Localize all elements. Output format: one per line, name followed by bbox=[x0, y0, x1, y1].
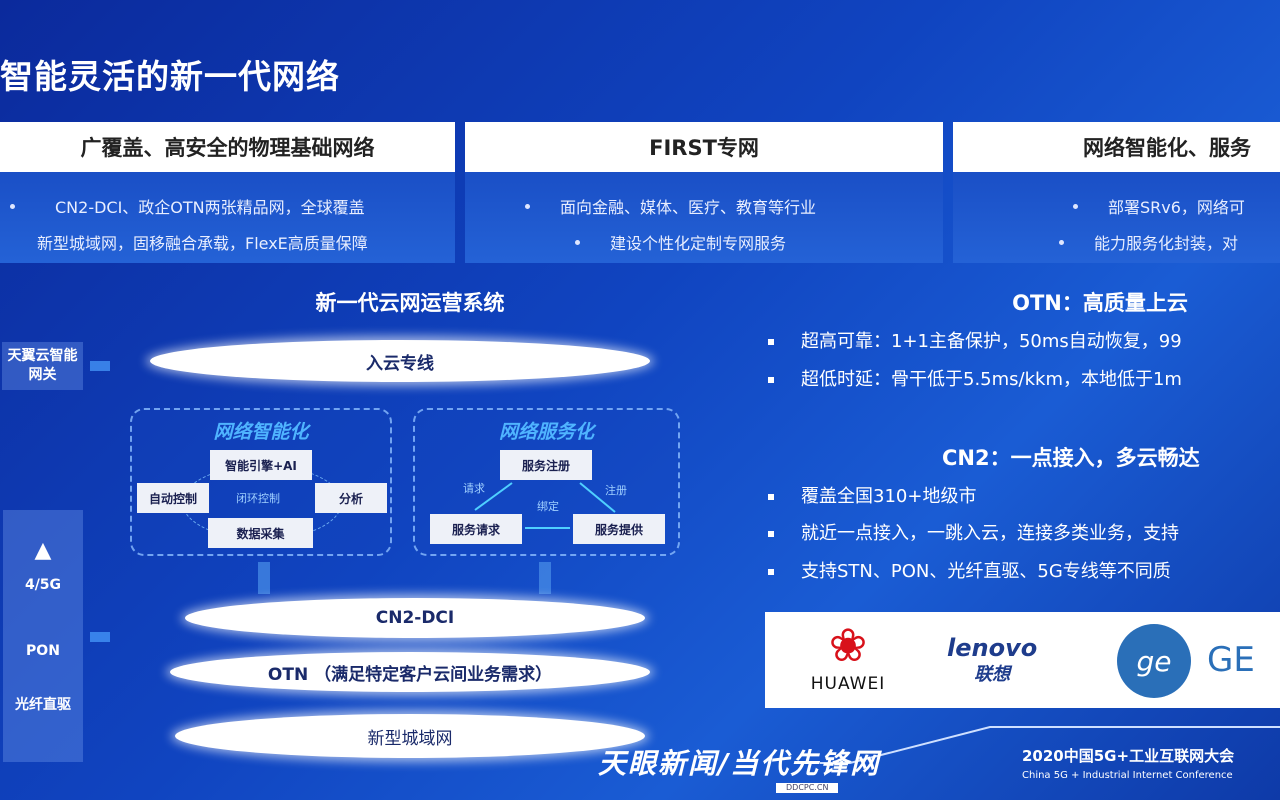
card-bullet: 能力服务化封装，对 bbox=[1094, 234, 1239, 253]
service-title: 网络服务化 bbox=[498, 421, 594, 443]
node-service-register: 服务注册 bbox=[500, 450, 592, 480]
bind-label: 绑定 bbox=[537, 500, 559, 513]
bullet-icon bbox=[525, 203, 530, 209]
watermark-url: DDCPC.CN bbox=[776, 783, 839, 793]
gateway-box: 天翼云智能网关 bbox=[2, 342, 83, 390]
cloud-metro: 新型城域网 bbox=[175, 714, 645, 758]
updown-arrow-icon bbox=[539, 562, 551, 594]
card-header: 网络智能化、服务 bbox=[953, 122, 1280, 172]
cloud-otn: OTN （满足特定客户云间业务需求） bbox=[170, 652, 650, 692]
cloud-cn2-dci: CN2-DCI bbox=[185, 598, 645, 638]
node-engine-ai: 智能引擎+AI bbox=[210, 450, 312, 480]
node-data-collect: 数据采集 bbox=[208, 518, 313, 548]
footer-line bbox=[820, 726, 1280, 764]
conference-name: 2020中国5G+工业互联网大会 bbox=[1022, 747, 1235, 765]
card-first-network: FIRST专网 面向金融、媒体、医疗、教育等行业建设个性化定制专网服务 bbox=[465, 122, 943, 263]
updown-arrow-icon bbox=[258, 562, 270, 594]
node-auto-control: 自动控制 bbox=[137, 483, 209, 513]
cloud-dedicated-line: 入云专线 bbox=[150, 340, 650, 382]
access-pon: PON bbox=[26, 643, 60, 659]
card-intelligent-network: 网络智能化、服务 部署SRv6，网络可能力服务化封装，对 bbox=[953, 122, 1280, 263]
loop-control-label: 闭环控制 bbox=[236, 492, 280, 505]
register-label: 注册 bbox=[605, 484, 627, 497]
bullet-icon bbox=[1059, 239, 1064, 245]
slide-title: 智能灵活的新一代网络 bbox=[0, 57, 340, 96]
service-box: 网络服务化 服务注册 请求 注册 绑定 服务请求 服务提供 bbox=[413, 408, 680, 556]
card-header: FIRST专网 bbox=[465, 122, 943, 172]
access-4g5g: 4/5G bbox=[24, 577, 62, 593]
card-bullet: 新型城域网，固移融合承载，FlexE高质量保障 bbox=[37, 234, 368, 253]
card-header: 广覆盖、高安全的物理基础网络 bbox=[0, 122, 455, 172]
huawei-logo: ❀ HUAWEI bbox=[803, 617, 893, 695]
node-service-request: 服务请求 bbox=[430, 514, 522, 544]
lenovo-logo: lenovo 联想 bbox=[947, 634, 1038, 685]
card-bullet: CN2-DCI、政企OTN两张精品网，全球覆盖 bbox=[55, 198, 365, 217]
cn2-heading: CN2：一点接入，多云畅达 bbox=[942, 446, 1200, 470]
bullet-icon bbox=[768, 569, 774, 575]
node-service-provide: 服务提供 bbox=[573, 514, 665, 544]
card-bullet: 部署SRv6，网络可 bbox=[1108, 198, 1245, 217]
arrow-right-icon bbox=[90, 361, 110, 371]
ge-monogram-icon: ge bbox=[1117, 624, 1191, 698]
bullet-icon bbox=[768, 339, 774, 345]
intelligence-box: 网络智能化 智能引擎+AI 自动控制 闭环控制 分析 数据采集 bbox=[130, 408, 392, 556]
partner-logos: ❀ HUAWEI lenovo 联想 ge GE bbox=[765, 612, 1280, 708]
access-box: ▲ 4/5G PON 光纤直驱 bbox=[3, 510, 83, 762]
otn-heading: OTN：高质量上云 bbox=[1012, 291, 1188, 315]
card-bullet: 建设个性化定制专网服务 bbox=[610, 234, 787, 253]
cn2-bullet: 就近一点接入，一跳入云，连接多类业务，支持 bbox=[768, 522, 1179, 546]
card-bullet: 面向金融、媒体、医疗、教育等行业 bbox=[560, 198, 817, 217]
bullet-icon bbox=[768, 377, 774, 383]
intelligence-title: 网络智能化 bbox=[213, 421, 309, 443]
bullet-icon bbox=[1073, 203, 1078, 209]
service-arrows bbox=[474, 482, 616, 529]
tower-icon: ▲ bbox=[34, 538, 52, 563]
otn-bullet: 超低时延：骨干低于5.5ms/kkm，本地低于1m bbox=[768, 368, 1182, 392]
bullet-icon bbox=[10, 203, 15, 209]
conference-name-en: China 5G + Industrial Internet Conferenc… bbox=[1022, 770, 1233, 781]
bullet-icon bbox=[575, 239, 580, 245]
bullet-icon bbox=[768, 531, 774, 537]
bullet-icon bbox=[768, 494, 774, 500]
cn2-bullet: 覆盖全国310+地级市 bbox=[768, 485, 976, 509]
diagram-title: 新一代云网运营系统 bbox=[315, 291, 505, 315]
watermark-logo: 天眼新闻/当代先锋网 bbox=[598, 747, 881, 780]
huawei-petal-icon: ❀ bbox=[828, 618, 868, 672]
otn-bullet: 超高可靠：1+1主备保护，50ms自动恢复，99 bbox=[768, 330, 1182, 354]
arrow-right-icon bbox=[90, 632, 110, 642]
access-fiber: 光纤直驱 bbox=[15, 697, 71, 713]
cn2-bullet: 支持STN、PON、光纤直驱、5G专线等不同质 bbox=[768, 560, 1171, 584]
node-analysis: 分析 bbox=[315, 483, 387, 513]
request-label: 请求 bbox=[463, 482, 485, 495]
ge-logo-text: GE bbox=[1207, 640, 1255, 680]
card-physical-network: 广覆盖、高安全的物理基础网络 CN2-DCI、政企OTN两张精品网，全球覆盖新型… bbox=[0, 122, 455, 263]
